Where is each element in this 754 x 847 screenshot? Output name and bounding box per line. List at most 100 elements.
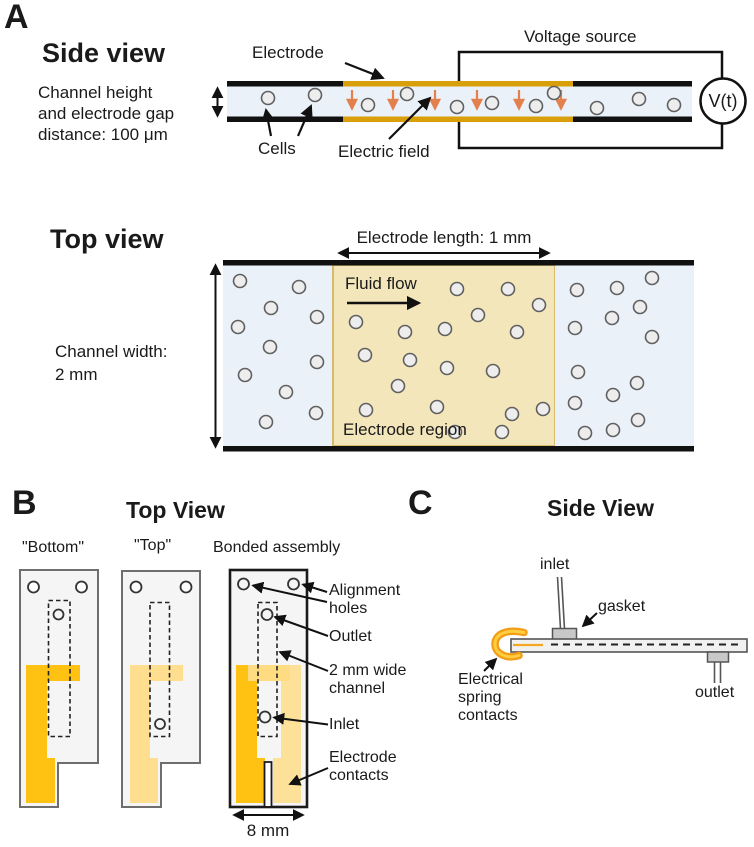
cells-label: Cells — [258, 139, 296, 158]
channel-width-line2: 2 mm — [55, 365, 98, 384]
chip-top — [121, 570, 201, 808]
cell — [309, 309, 325, 325]
side-view-cells — [260, 85, 682, 116]
alignment-hole — [75, 580, 88, 594]
channel-wall — [227, 116, 345, 122]
cell — [262, 339, 278, 355]
chip-bonded-assembly — [228, 568, 309, 809]
cell — [644, 329, 660, 345]
outlet-hole — [52, 608, 65, 621]
cell — [278, 384, 294, 400]
cell — [485, 363, 501, 379]
electrode-arrow — [344, 61, 385, 81]
channel-height-note: Channel height and electrode gap distanc… — [38, 82, 174, 145]
cell — [631, 91, 647, 107]
cell — [230, 319, 246, 335]
vt-symbol-label: V(t) — [708, 91, 738, 111]
spring-label-line: contacts — [458, 707, 518, 724]
cell — [291, 279, 307, 295]
cell — [258, 414, 274, 430]
annotation-channel: 2 mm wide channel — [329, 662, 406, 698]
cell — [470, 307, 486, 323]
bottom-electrode — [26, 665, 80, 803]
cell — [604, 310, 620, 326]
tab-gap — [263, 762, 273, 806]
panel-b-heading: Top View — [126, 497, 225, 523]
cells-arrow — [261, 108, 275, 137]
channel-height-line1: Channel height — [38, 83, 153, 102]
chip-width-dim-label: 8 mm — [246, 821, 290, 840]
annotation-inlet: Inlet — [329, 716, 360, 733]
cell — [399, 86, 415, 102]
cell — [589, 100, 605, 116]
cell — [605, 387, 621, 403]
cell — [308, 405, 324, 421]
panel-c-label: C — [408, 484, 433, 522]
cell — [447, 424, 463, 440]
cell — [449, 281, 465, 297]
cell — [605, 422, 621, 438]
electrode-length-label: Electrode length: 1 mm — [356, 228, 532, 247]
cell — [348, 314, 364, 330]
cell — [263, 300, 279, 316]
caption-bottom-chip: "Bottom" — [22, 539, 85, 556]
electrode-top-bar — [343, 81, 573, 87]
cell — [504, 406, 520, 422]
cell — [357, 347, 373, 363]
cell — [307, 87, 323, 103]
channel-dashed-outline — [149, 601, 171, 738]
alignment-hole — [129, 580, 143, 594]
bottom-electrode — [236, 665, 290, 803]
channel-wall — [223, 446, 694, 452]
cell — [484, 95, 500, 111]
channel-width-line1: Channel width: — [55, 342, 168, 361]
electric-field-label: Electric field — [338, 142, 430, 161]
channel-dashed-outline — [257, 601, 278, 738]
electrode-label: Electrode — [252, 43, 324, 62]
gasket-block — [551, 627, 578, 641]
alignment-hole — [287, 577, 300, 591]
annotation-outlet: Outlet — [329, 628, 372, 645]
annotation-line: Electrode — [329, 749, 397, 766]
alignment-holes-arrow — [251, 581, 328, 603]
cell — [509, 324, 525, 340]
cell — [531, 297, 547, 313]
cell — [569, 282, 585, 298]
panelb-annotation-arrows — [251, 581, 329, 786]
cell — [632, 299, 648, 315]
top-view-heading: Top view — [50, 224, 164, 254]
outlet-arrow — [273, 614, 329, 637]
cell — [567, 320, 583, 336]
cell — [630, 412, 646, 428]
cell — [402, 352, 418, 368]
annotation-electrode-contacts: Electrode contacts — [329, 749, 397, 785]
spring-label-line: Electrical — [458, 671, 523, 688]
top-electrode — [248, 665, 301, 803]
cell — [546, 85, 562, 101]
cell — [644, 270, 660, 286]
channel-height-line2: and electrode gap — [38, 104, 175, 123]
electrode-bottom-bar — [343, 116, 573, 122]
cell — [666, 97, 682, 113]
gasket-arrow — [581, 612, 598, 628]
annotation-line: contacts — [329, 767, 389, 784]
channel-height-line3: distance: 100 μm — [38, 125, 168, 144]
cell — [429, 399, 445, 415]
voltage-source-symbol — [699, 77, 747, 125]
cell — [360, 97, 376, 113]
panel-b-label: B — [12, 484, 37, 522]
cell — [437, 321, 453, 337]
chip-bottom — [19, 569, 99, 808]
spring-contacts-arrow — [483, 657, 498, 672]
cell — [629, 375, 645, 391]
inlet-hole — [154, 718, 166, 730]
top-electrode — [130, 665, 183, 803]
cell — [567, 395, 583, 411]
cell — [500, 281, 516, 297]
cell — [570, 364, 586, 380]
annotation-line: holes — [329, 600, 368, 617]
cell — [577, 425, 593, 441]
fluid-flow-label: Fluid flow — [345, 274, 417, 293]
outlet-block — [706, 651, 730, 663]
